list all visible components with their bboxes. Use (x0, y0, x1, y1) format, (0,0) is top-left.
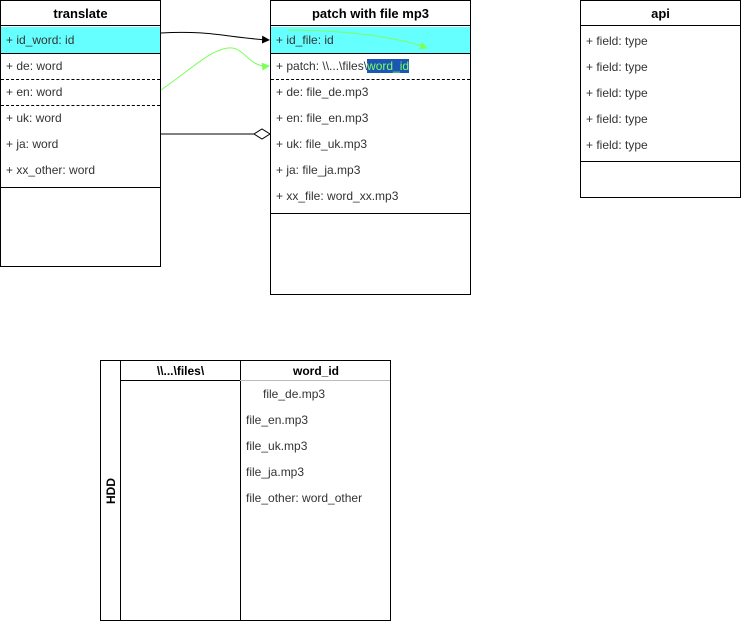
patch-table[interactable]: patch with file mp3 + id_file: id + patc… (270, 0, 471, 295)
patch-field-ja[interactable]: + ja: file_ja.mp3 (276, 163, 361, 177)
patch-path-text: + patch: \\...\files\ (276, 59, 368, 73)
patch-table-title: patch with file mp3 (271, 1, 470, 26)
patch-field-en[interactable]: + en: file_en.mp3 (276, 111, 369, 125)
translate-separator (1, 53, 160, 54)
patch-field-xx-file[interactable]: + xx_file: word_xx.mp3 (276, 189, 399, 203)
patch-field-id-file[interactable]: + id_file: id (271, 27, 470, 53)
translate-table[interactable]: translate + id_word: id + de: word + en:… (0, 0, 161, 267)
hdd-file-item[interactable]: file_other: word_other (246, 491, 363, 505)
aggregation-diamond-icon (253, 128, 271, 140)
patch-separator (271, 53, 470, 54)
hdd-file-item[interactable]: file_de.mp3 (263, 387, 326, 401)
translate-field-uk[interactable]: + uk: word (6, 111, 62, 125)
patch-field-patch[interactable]: + patch: \\...\files\word_id (271, 53, 470, 79)
translate-field-en[interactable]: + en: word (6, 85, 63, 99)
hdd-col1-header[interactable]: \\...\files\ (156, 364, 205, 378)
translate-field-xx-other[interactable]: + xx_other: word (6, 163, 96, 177)
api-field[interactable]: + field: type (586, 60, 648, 74)
translate-dashed-separator (1, 105, 160, 106)
hdd-file-item[interactable]: file_uk.mp3 (246, 439, 308, 453)
translate-dashed-separator (1, 79, 160, 80)
api-field[interactable]: + field: type (586, 138, 648, 152)
patch-dashed-separator (271, 79, 470, 80)
patch-field-de[interactable]: + de: file_de.mp3 (276, 85, 369, 99)
api-field[interactable]: + field: type (586, 86, 648, 100)
hdd-col-divider (240, 361, 241, 620)
connector-id-file-to-word-id[interactable] (287, 29, 428, 50)
api-table-title: api (581, 1, 740, 26)
connector-id-word-to-id-file[interactable] (160, 31, 270, 44)
translate-field-de[interactable]: + de: word (6, 59, 63, 73)
hdd-file-item[interactable]: file_ja.mp3 (246, 465, 305, 479)
hdd-file-item[interactable]: file_en.mp3 (246, 413, 309, 427)
api-field[interactable]: + field: type (586, 112, 648, 126)
api-field[interactable]: + field: type (586, 34, 648, 48)
hdd-col2-header-line (240, 380, 390, 381)
hdd-container[interactable]: HDD \\...\files\ word_id file_de.mp3 fil… (100, 360, 391, 621)
api-footer-separator (581, 161, 740, 162)
patch-selected-word-id[interactable]: word_id (367, 59, 410, 73)
patch-footer-separator (271, 213, 470, 214)
translate-table-title: translate (1, 1, 160, 26)
api-table[interactable]: api + field: type + field: type + field:… (580, 0, 741, 198)
patch-field-uk[interactable]: + uk: file_uk.mp3 (276, 137, 368, 151)
translate-footer-separator (1, 187, 160, 188)
translate-field-id-word[interactable]: + id_word: id (1, 27, 160, 53)
hdd-col2-header[interactable]: word_id (292, 364, 339, 378)
connector-en-to-patch[interactable] (160, 47, 270, 91)
hdd-col1-header-line (120, 380, 240, 381)
translate-field-ja[interactable]: + ja: word (6, 137, 59, 151)
hdd-label-divider (120, 361, 121, 620)
